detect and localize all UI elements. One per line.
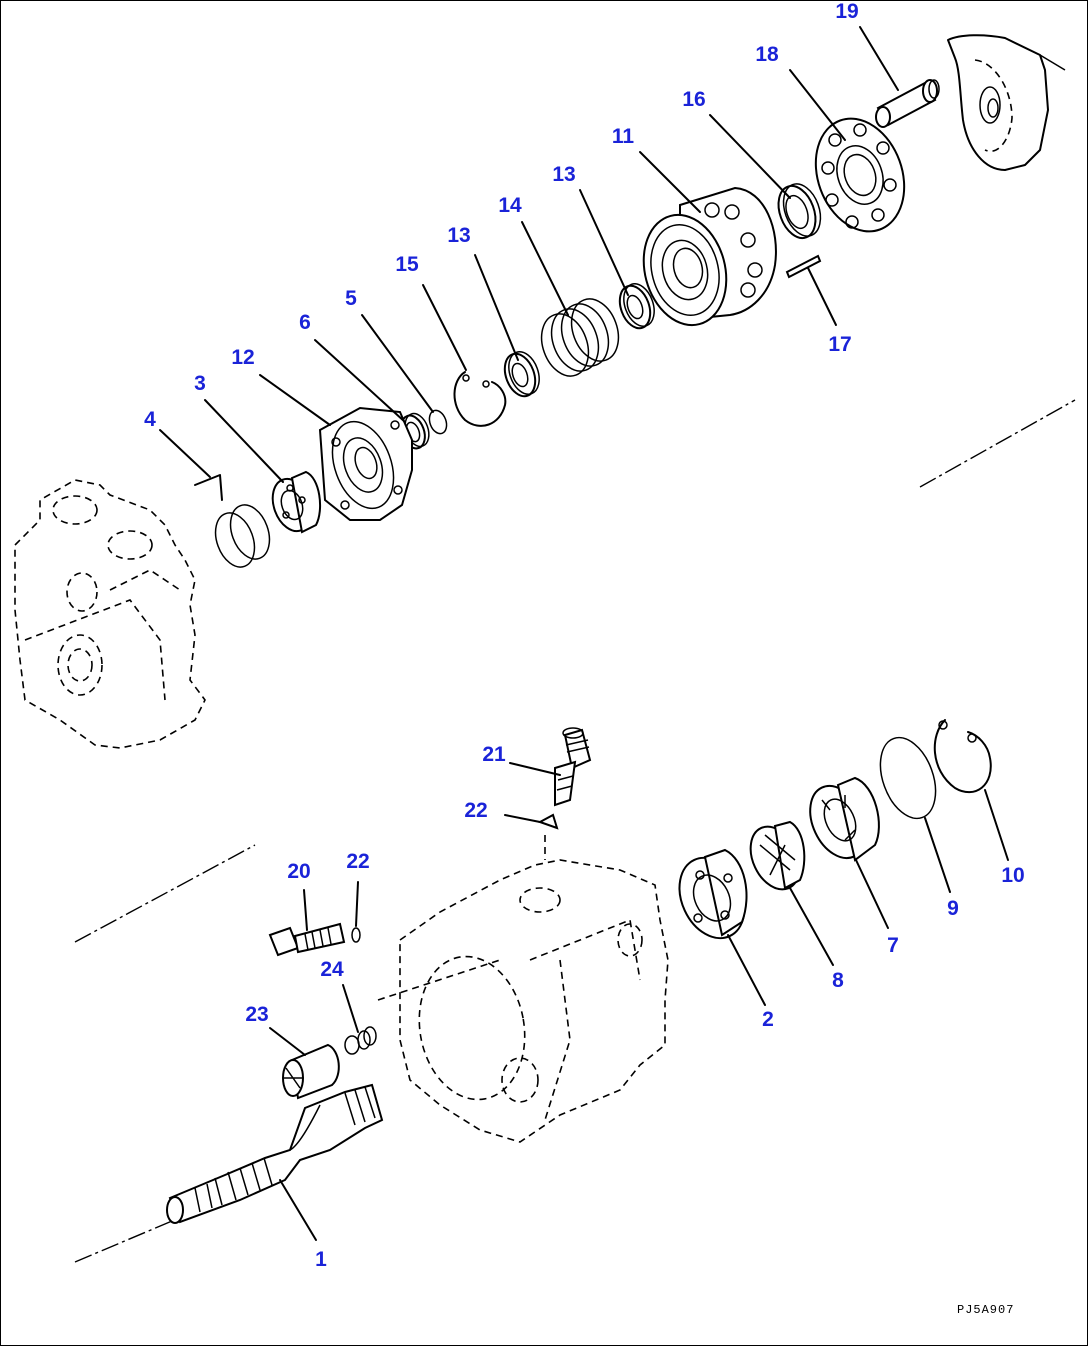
valve-plate-part-18	[814, 117, 906, 233]
callout-6: 6	[299, 311, 311, 334]
drawing-code: PJ5A907	[957, 1303, 1015, 1317]
cylinder-block-part-11	[642, 186, 777, 327]
pin-part-17	[785, 254, 822, 279]
callout-5: 5	[345, 287, 357, 310]
center-lines	[74, 399, 1076, 1263]
washer-part-22-lower	[351, 927, 361, 943]
callout-8: 8	[832, 969, 844, 992]
callout-12: 12	[231, 346, 255, 369]
washer-part-13-lower	[503, 351, 540, 398]
shaft-part-1	[166, 1083, 384, 1224]
ring-part-5	[428, 409, 448, 435]
callout-19: 19	[835, 0, 859, 23]
callout-20: 20	[287, 860, 311, 883]
callout-10: 10	[1001, 864, 1025, 887]
callout-16: 16	[682, 88, 706, 111]
fitting-part-21	[554, 727, 592, 807]
callout-17: 17	[828, 333, 852, 356]
pump-casing-center	[399, 835, 669, 1143]
callout-22-upper: 22	[464, 799, 488, 822]
plug-part-23	[282, 1043, 340, 1100]
callout-2: 2	[762, 1008, 774, 1031]
callout-9: 9	[947, 897, 959, 920]
callout-14: 14	[498, 194, 522, 217]
callout-18: 18	[755, 43, 779, 66]
seal-part-24	[344, 1026, 377, 1055]
o-ring-part-9	[879, 736, 937, 820]
bearing-part-3	[271, 470, 322, 534]
spring-part-14	[540, 298, 620, 377]
callout-22-lower: 22	[346, 850, 370, 873]
callout-15: 15	[395, 253, 419, 276]
leader-lines	[159, 26, 1009, 1241]
callout-7: 7	[887, 934, 899, 957]
bolt-part-20	[268, 922, 346, 957]
callout-13-lower: 13	[447, 224, 471, 247]
swash-plate-part-12	[318, 406, 413, 521]
callout-11: 11	[611, 125, 635, 148]
bearing-part-2	[678, 848, 748, 940]
bearing-part-16	[777, 183, 822, 240]
callout-3: 3	[194, 372, 206, 395]
callout-4: 4	[144, 408, 156, 431]
callout-1: 1	[315, 1248, 327, 1271]
callout-24: 24	[320, 958, 344, 981]
washer-part-13-upper	[618, 283, 655, 330]
bearing-part-8	[749, 820, 806, 891]
seal-rings-part-4	[194, 474, 271, 568]
rear-cover-part	[947, 34, 1066, 171]
plug-part-22-upper	[537, 813, 559, 830]
snap-ring-part-15	[453, 371, 507, 427]
callout-13-upper: 13	[552, 163, 576, 186]
callout-21: 21	[482, 743, 506, 766]
seal-housing-part-7	[809, 776, 880, 862]
pump-casing-left	[14, 479, 206, 749]
snap-ring-part-10	[933, 719, 992, 794]
pin-part-19	[875, 79, 940, 128]
callout-23: 23	[245, 1003, 269, 1026]
